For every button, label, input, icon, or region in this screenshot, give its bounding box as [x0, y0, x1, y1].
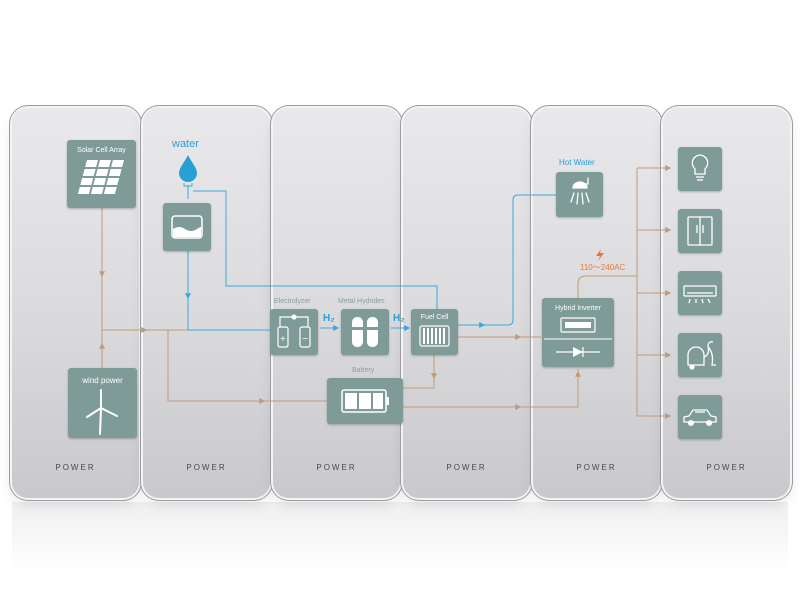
shower-icon: [570, 177, 590, 205]
voltage-label: 110～240AC: [580, 263, 626, 272]
refrigerator-icon: [687, 216, 713, 246]
car-icon: [683, 409, 717, 426]
air-conditioner-icon: [683, 285, 717, 304]
hot-water-label: Hot Water: [559, 158, 595, 167]
vacuum-cleaner-card: [678, 333, 722, 377]
inverter-output-line: [577, 275, 637, 298]
h2-label-1: H₂: [323, 313, 335, 324]
hybrid-inverter-label: Hybrid Inverter: [555, 305, 601, 312]
wind-turbine-icon: [86, 389, 118, 435]
refrigerator-card: [678, 209, 722, 253]
solar-cell-array-card: Solar Cell Array: [67, 140, 136, 208]
hybrid-inverter-card: Hybrid Inverter: [542, 298, 614, 367]
fuelcell-to-hotwater-line: [458, 194, 556, 326]
wind-power-label: wind power: [82, 376, 123, 385]
h2-label-2: H₂: [393, 313, 405, 324]
battery-icon: [341, 389, 389, 413]
electrolyzer-label: Electrolyzer: [274, 298, 311, 305]
floor-reflection: [12, 502, 788, 572]
electrolyzer-card: + −: [270, 309, 318, 355]
car-card: [678, 395, 722, 439]
power-panel-4: POWER: [403, 108, 530, 498]
svg-text:+: +: [280, 334, 287, 343]
panel-label: POWER: [576, 463, 617, 472]
light-bulb-icon: [691, 154, 709, 181]
inverter-icon: [544, 317, 612, 357]
vacuum-cleaner-icon: [687, 341, 716, 370]
power-panel-2: POWER: [143, 108, 270, 498]
panel-label: POWER: [446, 463, 487, 472]
svg-text:−: −: [302, 334, 309, 343]
panel-label: POWER: [316, 463, 357, 472]
battery-card: [327, 378, 403, 424]
metal-hydrides-card: [341, 309, 389, 355]
air-conditioner-card: [678, 271, 722, 315]
metal-hydrides-label: Metal Hydrides: [338, 298, 385, 305]
bus-to-battery-line: [167, 330, 327, 402]
water-drop-icon: [179, 155, 197, 182]
hydride-cylinders-icon: [352, 317, 378, 347]
power-panel-3: POWER: [273, 108, 400, 498]
fuel-cell-card: Fuel Cell: [411, 309, 458, 355]
hot-water-card: [556, 172, 603, 217]
electrolyzer-icon: + −: [277, 314, 311, 348]
water-tank-icon: [171, 215, 203, 239]
water-tank-card: [163, 203, 211, 251]
lightning-icon: [596, 249, 604, 261]
solar-cell-array-label: Solar Cell Array: [77, 147, 126, 154]
tank-to-electrolyzer-line: [187, 250, 270, 331]
tank-to-fuelcell-line: [193, 190, 438, 312]
fuelcell-to-battery-line: [403, 355, 435, 389]
fuel-cell-label: Fuel Cell: [420, 314, 449, 321]
faucet-icon: [183, 183, 193, 191]
wind-power-card: wind power: [68, 368, 137, 438]
light-bulb-card: [678, 147, 722, 191]
panel-label: POWER: [186, 463, 227, 472]
battery-label: Battery: [352, 367, 375, 374]
fuel-cell-icon: [419, 325, 450, 347]
water-label: water: [172, 138, 199, 150]
panel-label: POWER: [55, 463, 96, 472]
panel-label: POWER: [706, 463, 747, 472]
solar-panel-icon: [77, 160, 125, 194]
